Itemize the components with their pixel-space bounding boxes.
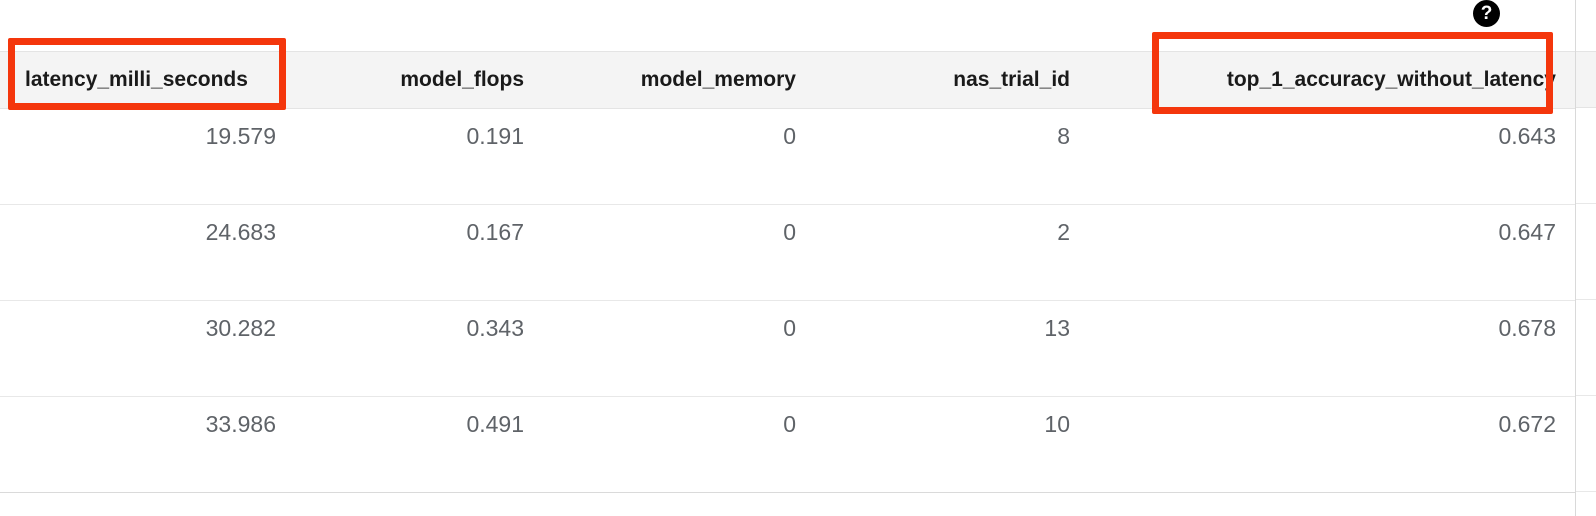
table-body: 19.579 0.191 0 8 0.643 24.683 0.167 0 2 …	[0, 108, 1576, 493]
row-divider	[1576, 203, 1596, 204]
cell-latency-milli-seconds: 24.683	[0, 204, 296, 301]
table-header-row: latency_milli_seconds model_flops model_…	[0, 51, 1576, 109]
cell-model-memory: 0	[544, 396, 816, 493]
column-header-top-1-accuracy-without-latency[interactable]: top_1_accuracy_without_latency	[1090, 51, 1576, 109]
table-header: latency_milli_seconds model_flops model_…	[0, 51, 1576, 109]
row-divider	[1576, 299, 1596, 300]
cell-model-flops: 0.343	[296, 300, 544, 397]
row-divider	[1576, 395, 1596, 396]
cell-top-1-accuracy-without-latency: 0.643	[1090, 108, 1576, 205]
cell-nas-trial-id: 2	[816, 204, 1090, 301]
cell-nas-trial-id: 10	[816, 396, 1090, 493]
table-row[interactable]: 33.986 0.491 0 10 0.672	[0, 396, 1576, 493]
cell-nas-trial-id: 13	[816, 300, 1090, 397]
results-table: latency_milli_seconds model_flops model_…	[0, 51, 1576, 493]
column-header-model-flops[interactable]: model_flops	[296, 51, 544, 109]
column-header-model-memory[interactable]: model_memory	[544, 51, 816, 109]
cell-latency-milli-seconds: 33.986	[0, 396, 296, 493]
cell-model-flops: 0.167	[296, 204, 544, 301]
cell-model-memory: 0	[544, 204, 816, 301]
column-header-nas-trial-id[interactable]: nas_trial_id	[816, 51, 1090, 109]
top-toolbar-strip: ?	[0, 0, 1576, 51]
next-column-partial[interactable]	[1576, 0, 1596, 516]
cell-model-memory: 0	[544, 108, 816, 205]
table-row[interactable]: 19.579 0.191 0 8 0.643	[0, 108, 1576, 205]
cell-model-memory: 0	[544, 300, 816, 397]
cell-top-1-accuracy-without-latency: 0.647	[1090, 204, 1576, 301]
next-column-header-partial[interactable]	[1576, 51, 1596, 108]
cell-model-flops: 0.191	[296, 108, 544, 205]
cell-model-flops: 0.491	[296, 396, 544, 493]
cell-latency-milli-seconds: 19.579	[0, 108, 296, 205]
help-circle-icon[interactable]: ?	[1473, 0, 1500, 27]
table-row[interactable]: 30.282 0.343 0 13 0.678	[0, 300, 1576, 397]
table-row[interactable]: 24.683 0.167 0 2 0.647	[0, 204, 1576, 301]
row-divider	[1576, 491, 1596, 492]
cell-top-1-accuracy-without-latency: 0.672	[1090, 396, 1576, 493]
cell-nas-trial-id: 8	[816, 108, 1090, 205]
column-divider	[1575, 0, 1576, 516]
column-header-latency-milli-seconds[interactable]: latency_milli_seconds	[0, 51, 296, 109]
cell-latency-milli-seconds: 30.282	[0, 300, 296, 397]
cell-top-1-accuracy-without-latency: 0.678	[1090, 300, 1576, 397]
results-table-container[interactable]: latency_milli_seconds model_flops model_…	[0, 51, 1576, 493]
